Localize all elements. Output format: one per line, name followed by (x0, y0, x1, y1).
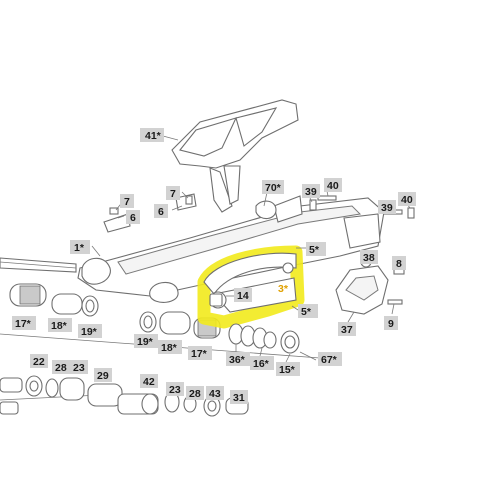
callout-7a: 7 (124, 196, 130, 208)
callout-31: 31 (233, 392, 245, 404)
callout-43: 43 (209, 388, 221, 400)
callout-5b: 5* (301, 306, 312, 318)
bolt-part (209, 293, 223, 307)
callout-67: 67* (321, 354, 338, 366)
middle-bearing-parts (139, 311, 221, 339)
chain-guard-part (171, 99, 299, 213)
callout-17a: 17* (15, 318, 32, 330)
callout-28b: 28 (189, 388, 201, 400)
callout-22: 22 (33, 356, 45, 368)
callout-19a: 19* (81, 326, 98, 338)
callout-29: 29 (97, 370, 109, 382)
lower-parts-row (0, 333, 321, 417)
callout-7b: 7 (170, 188, 176, 200)
callout-40b: 40 (401, 194, 413, 206)
callout-23a: 23 (73, 362, 85, 374)
callout-5a: 5* (309, 244, 320, 256)
callout-labels: 41* 7 6 7 6 70* 39 40 39 40 1* 5* 38 8 1… (12, 128, 416, 404)
callout-23b: 23 (169, 384, 181, 396)
callout-18a: 18* (51, 320, 68, 332)
callout-39a: 39 (305, 186, 317, 198)
callout-38: 38 (363, 252, 375, 264)
callout-3: 3* (278, 283, 289, 295)
callout-15: 15* (279, 364, 296, 376)
callout-9: 9 (388, 318, 394, 330)
callout-6b: 6 (158, 206, 164, 218)
callout-19b: 19* (137, 336, 154, 348)
callout-70: 70* (265, 182, 282, 194)
callout-1: 1* (74, 242, 85, 254)
callout-36: 36* (229, 354, 246, 366)
callout-6a: 6 (130, 212, 136, 224)
callout-37: 37 (341, 324, 353, 336)
callout-18b: 18* (161, 342, 178, 354)
callout-16: 16* (253, 358, 270, 370)
chain-guide-part (335, 256, 389, 315)
callout-8: 8 (396, 258, 402, 270)
callout-40a: 40 (327, 180, 339, 192)
right-bearing-parts (228, 323, 300, 354)
callout-42: 42 (143, 376, 155, 388)
callout-41: 41* (145, 130, 162, 142)
callout-17b: 17* (191, 348, 208, 360)
left-bearing-parts (9, 283, 99, 317)
callout-39b: 39 (381, 202, 393, 214)
pivot-shaft-part (0, 257, 77, 273)
callout-28a: 28 (55, 362, 67, 374)
callout-14: 14 (237, 290, 249, 302)
swingarm-part (77, 193, 385, 303)
